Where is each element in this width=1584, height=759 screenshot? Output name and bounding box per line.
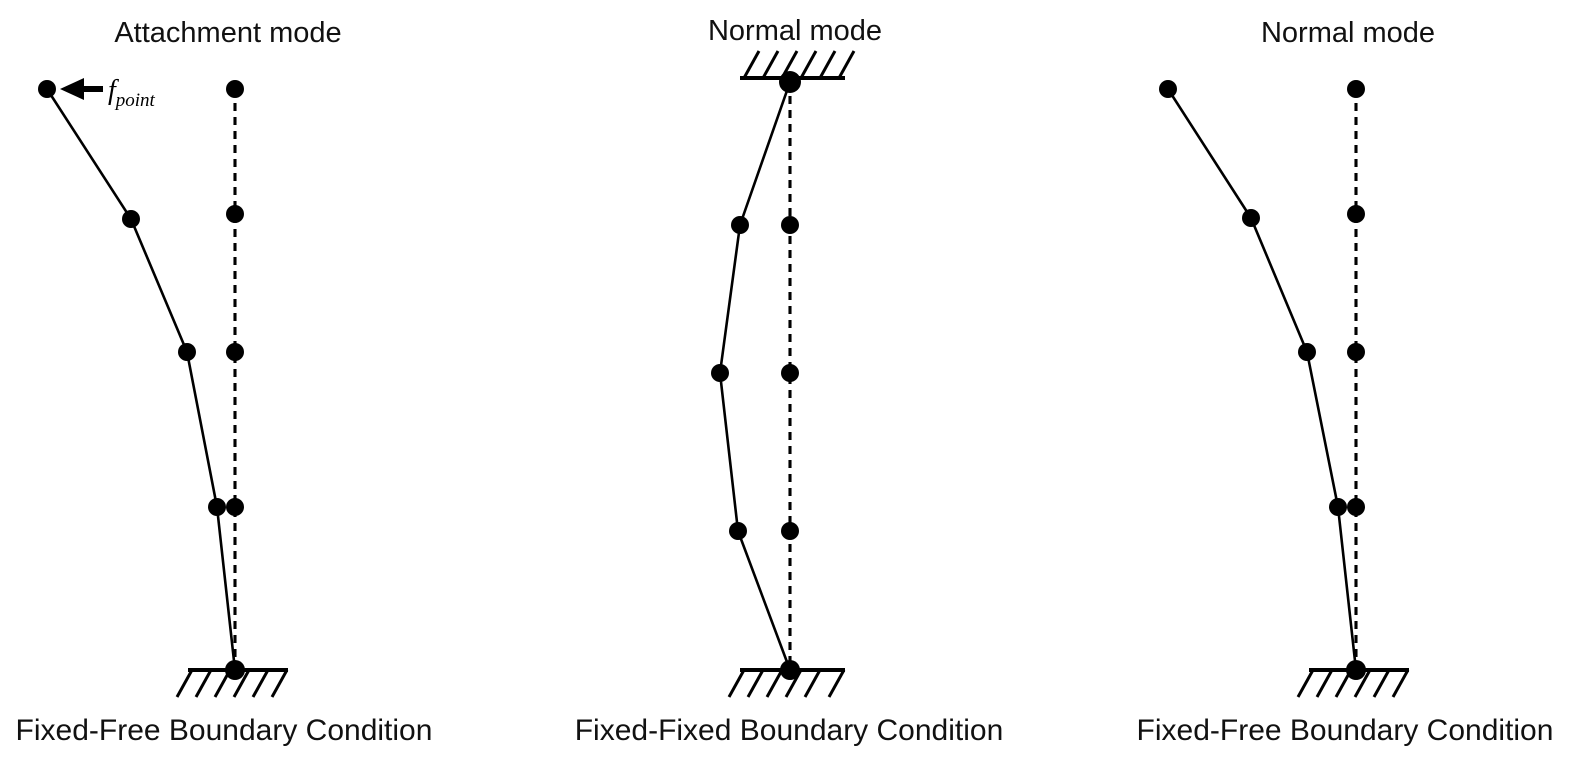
reference-node bbox=[226, 80, 244, 98]
reference-node bbox=[1346, 660, 1366, 680]
panel-left-title: Attachment mode bbox=[114, 17, 341, 49]
deformed-node-group bbox=[711, 71, 801, 680]
deformed-node bbox=[711, 364, 729, 382]
ground-hatch-mark bbox=[727, 669, 746, 698]
panel-left: Attachment mode bbox=[16, 17, 433, 747]
reference-node bbox=[226, 343, 244, 361]
ground-hatch-mark bbox=[746, 669, 765, 698]
deformed-node bbox=[1159, 80, 1177, 98]
reference-node bbox=[226, 205, 244, 223]
deformed-node bbox=[731, 216, 749, 234]
reference-node bbox=[781, 216, 799, 234]
ground-hatch-mark bbox=[270, 669, 289, 698]
mode-shape-curve bbox=[1166, 87, 1358, 672]
panel-right-title: Normal mode bbox=[1261, 17, 1435, 49]
panel-left-caption: Fixed-Free Boundary Condition bbox=[16, 714, 433, 747]
force-subscript: point bbox=[114, 90, 156, 111]
deformed-node-group bbox=[38, 80, 226, 516]
ground-hatch-group-top bbox=[742, 50, 856, 79]
reference-node bbox=[226, 498, 244, 516]
reference-node-group bbox=[1346, 80, 1366, 680]
reference-node bbox=[1347, 498, 1365, 516]
arrow-head-icon bbox=[60, 78, 84, 100]
ground-hatch-mark bbox=[1315, 669, 1334, 698]
ground-hatch-mark bbox=[742, 50, 761, 79]
deformed-node bbox=[779, 71, 801, 93]
ground-hatch-group bbox=[1296, 669, 1410, 698]
panel-middle: Normal mode bbox=[575, 15, 1004, 747]
force-point-label: fpoint bbox=[108, 75, 156, 111]
deformed-node bbox=[1242, 209, 1260, 227]
deformed-node bbox=[122, 210, 140, 228]
reference-node bbox=[1347, 205, 1365, 223]
reference-node bbox=[781, 364, 799, 382]
ground-hatch-mark bbox=[818, 50, 837, 79]
force-arrow bbox=[60, 78, 103, 100]
reference-node-group bbox=[225, 80, 245, 680]
panel-right: Normal mode bbox=[1137, 17, 1554, 747]
ground-hatch-mark bbox=[837, 50, 856, 79]
reference-node-group bbox=[781, 216, 799, 540]
ground-hatch-mark bbox=[803, 669, 822, 698]
ground-hatch-mark bbox=[1372, 669, 1391, 698]
panel-right-caption: Fixed-Free Boundary Condition bbox=[1137, 714, 1554, 747]
deformed-node-group bbox=[1159, 80, 1347, 516]
panel-middle-caption: Fixed-Fixed Boundary Condition bbox=[575, 714, 1004, 747]
ground-hatch-mark bbox=[761, 50, 780, 79]
ground-hatch-mark bbox=[194, 669, 213, 698]
deformed-node bbox=[1298, 343, 1316, 361]
force-symbol: f bbox=[108, 75, 119, 106]
deformed-node bbox=[178, 343, 196, 361]
ground-hatch-mark bbox=[827, 669, 846, 698]
ground-hatch-mark bbox=[799, 50, 818, 79]
panel-middle-bottom-ground bbox=[727, 668, 846, 698]
ground-hatch-mark bbox=[232, 669, 251, 698]
ground-hatch-mark bbox=[1296, 669, 1315, 698]
reference-node bbox=[1347, 343, 1365, 361]
ground-hatch-mark bbox=[1353, 669, 1372, 698]
ground-hatch-mark bbox=[765, 669, 784, 698]
panel-middle-title: Normal mode bbox=[708, 15, 882, 47]
ground-hatch-group-bottom bbox=[727, 669, 846, 698]
mode-shape-curve bbox=[45, 87, 237, 672]
mode-shape-curve bbox=[718, 80, 792, 672]
ground-hatch-mark bbox=[175, 669, 194, 698]
reference-node bbox=[781, 522, 799, 540]
deformed-node bbox=[1329, 498, 1347, 516]
reference-node bbox=[1347, 80, 1365, 98]
reference-node bbox=[225, 660, 245, 680]
deformed-node bbox=[729, 522, 747, 540]
ground-hatch-mark bbox=[1391, 669, 1410, 698]
deformed-node bbox=[780, 660, 800, 680]
deformed-node bbox=[38, 80, 56, 98]
ground-hatch-mark bbox=[251, 669, 270, 698]
deformed-node bbox=[208, 498, 226, 516]
